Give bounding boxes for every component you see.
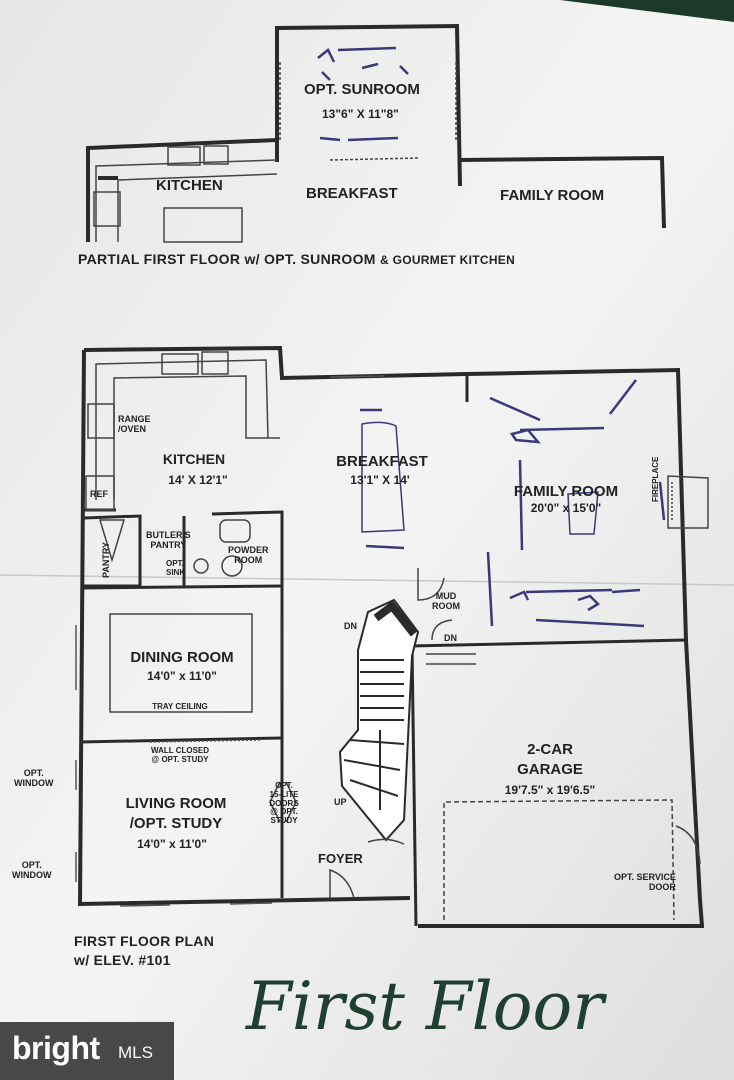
living-room-line1: LIVING ROOM: [125, 795, 227, 812]
staircase: [338, 598, 420, 842]
opt-window-upper: OPT. WINDOW: [14, 768, 54, 789]
corner-shadow: [560, 0, 734, 22]
brand-logo-text: bright: [12, 1030, 100, 1066]
partial-breakfast-label: BREAKFAST: [306, 185, 398, 202]
garage-label: 2-CAR GARAGE: [517, 740, 583, 779]
breakfast-label: BREAKFAST: [336, 453, 428, 470]
partial-sunroom-windows: [279, 62, 457, 161]
dining-room-label: DINING ROOM: [130, 649, 234, 666]
range-oven-label: RANGE /OVEN: [118, 414, 151, 435]
garage-opening: [443, 799, 675, 921]
main-kitchen-counters: [85, 351, 280, 511]
partial-sunroom-label: OPT. SUNROOM: [304, 81, 420, 98]
brand-watermark: bright MLS: [0, 1022, 174, 1080]
french-doors-line3: DOORS: [269, 798, 299, 808]
opt-window-upper-line2: WINDOW: [14, 778, 54, 789]
opt-service-door-line2: DOOR: [648, 882, 676, 893]
opt-sink-line1: OPT.: [166, 559, 184, 568]
paper-fold: [0, 574, 734, 586]
main-floor-interior-walls: [79, 374, 687, 927]
brand-mls-text: MLS: [118, 1043, 153, 1062]
first-floor-plan-caption-line2: w/ ELEV. #101: [74, 951, 171, 968]
kitchen-dimensions: 14' X 12'1": [168, 473, 228, 487]
family-room-sketch: [360, 379, 666, 628]
oven-label: /OVEN: [118, 424, 147, 435]
french-doors-line5: STUDY: [270, 816, 298, 826]
ref-label: REF: [90, 489, 108, 499]
wall-closed-line1: WALL CLOSED: [150, 746, 210, 755]
opt-service-door-label: OPT. SERVICE DOOR: [614, 872, 676, 893]
powder-label: POWDER: [228, 545, 269, 555]
living-room-label: LIVING ROOM /OPT. STUDY: [126, 794, 227, 833]
opt-window-lower-line2: WINDOW: [12, 870, 52, 881]
door-swings: [98, 519, 701, 899]
french-doors-label: OPT. 15-LITE DOORS @ OPT. STUDY: [269, 781, 299, 826]
partial-sunroom-dimensions: 13"6" X 11"8": [322, 107, 399, 121]
fireplace-label: FIREPLACE: [651, 456, 660, 502]
butlers-label: BUTLER'S: [146, 530, 191, 540]
opt-window-lower: OPT. WINDOW: [12, 860, 52, 881]
range-label: RANGE: [118, 414, 151, 424]
window-marks: [75, 375, 385, 907]
mud-room-label: MUD ROOM: [432, 591, 460, 612]
foyer-label: FOYER: [318, 851, 363, 866]
first-floor-script-title: First Floor: [246, 968, 604, 1045]
powder-room-fixtures: [193, 519, 251, 577]
breakfast-dimensions: 13'1" X 14': [350, 473, 410, 487]
partial-kitchen-counters: [93, 145, 278, 243]
powder-room-label: POWDER ROOM: [228, 545, 269, 566]
mud-label: MUD: [435, 591, 457, 601]
first-floor-plan-caption-line1: FIRST FLOOR PLAN: [74, 933, 215, 949]
opt-sink-line2: SINK: [166, 567, 186, 577]
french-doors-line2: 15-LITE: [269, 789, 299, 799]
partial-furniture-sketch: [317, 46, 409, 142]
partial-floor-caption-extra: & GOURMET KITCHEN: [379, 253, 516, 267]
opt-sink-label: OPT. SINK: [166, 559, 186, 578]
wall-closed-label: WALL CLOSED @ OPT. STUDY: [151, 746, 209, 764]
partial-floor-caption-main: PARTIAL FIRST FLOOR w/ OPT. SUNROOM: [78, 251, 376, 267]
wall-closed-line2: @ OPT. STUDY: [151, 755, 209, 765]
tray-ceiling-label: TRAY CEILING: [152, 702, 208, 711]
garage-name-line1: 2-CAR: [527, 741, 573, 758]
living-room-dimensions: 14'0" x 11'0": [137, 837, 207, 851]
french-doors-line1: OPT.: [275, 781, 293, 790]
opt-service-door-line1: OPT. SERVICE: [614, 872, 676, 882]
butlers-pantry-label: BUTLER'S PANTRY: [146, 530, 191, 551]
opt-window-lower-line1: OPT.: [21, 860, 42, 870]
fireplace: [667, 475, 709, 529]
kitchen-label: KITCHEN: [162, 451, 226, 467]
partial-family-room-label: FAMILY ROOM: [500, 187, 605, 204]
pantry-word-label: PANTRY: [150, 540, 187, 551]
main-floor-outer-walls: [77, 345, 705, 928]
pantry-label: PANTRY: [101, 542, 111, 578]
dining-room-dimensions: 14'0" x 11'0": [147, 669, 217, 683]
mud-room-word-label: ROOM: [432, 600, 460, 611]
dn-label-garage: DN: [444, 633, 457, 643]
partial-floor-caption: PARTIAL FIRST FLOOR w/ OPT. SUNROOM & GO…: [78, 252, 515, 266]
dn-label-stair: DN: [344, 621, 357, 631]
garage-dimensions: 19'7.5" x 19'6.5": [504, 783, 596, 797]
opt-window-upper-line1: OPT.: [23, 768, 44, 778]
room-word-label: ROOM: [234, 554, 263, 565]
dining-tray-ceiling: [109, 613, 253, 713]
partial-floor-walls: [86, 23, 666, 242]
family-room-label: FAMILY ROOM: [513, 483, 619, 500]
living-room-line2: /OPT. STUDY: [129, 814, 223, 832]
up-label: UP: [334, 797, 347, 807]
partial-kitchen-label: KITCHEN: [156, 177, 223, 194]
family-room-dimensions: 20'0" x 15'0": [530, 501, 602, 515]
first-floor-plan-caption: FIRST FLOOR PLAN w/ ELEV. #101: [74, 932, 214, 970]
garage-name-line2: GARAGE: [517, 760, 583, 778]
french-doors-line4: @ OPT.: [270, 807, 298, 817]
